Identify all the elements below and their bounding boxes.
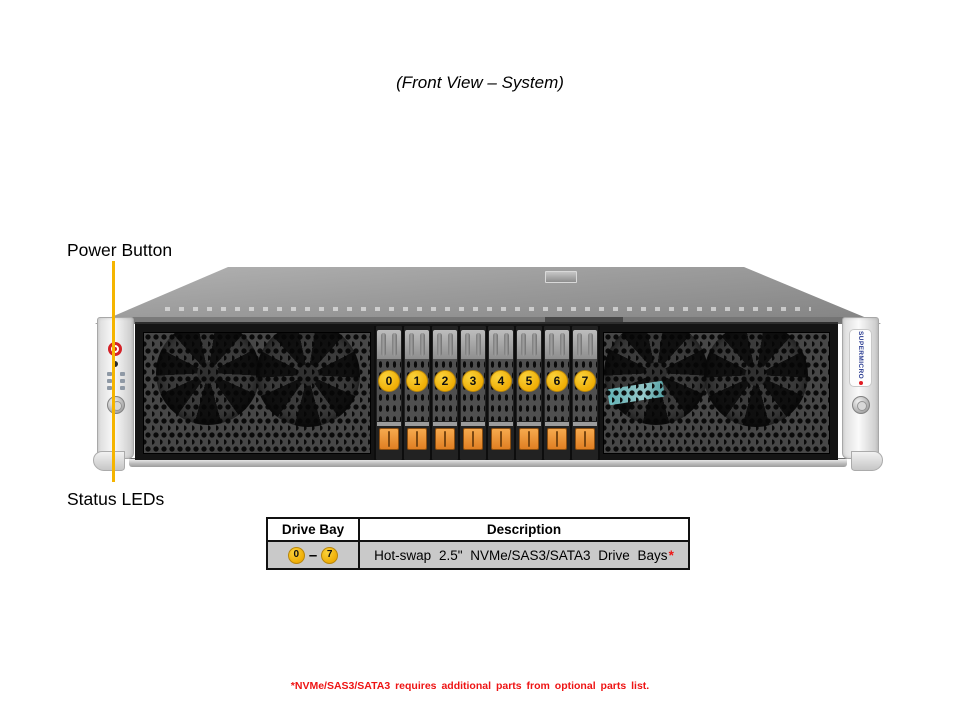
drive-caddy-handle bbox=[377, 330, 401, 359]
drive-caddy-bar bbox=[489, 422, 513, 426]
status-leds-callout-label: Status LEDs bbox=[67, 489, 165, 509]
drive-bay-number-badge: 0 bbox=[378, 370, 400, 392]
drive-caddy-latch bbox=[379, 428, 399, 450]
drive-caddy-handle bbox=[433, 330, 457, 359]
lock-icon bbox=[107, 396, 125, 414]
bay-range-cell: 0 – 7 bbox=[268, 542, 360, 568]
header-description: Description bbox=[486, 522, 562, 537]
drive-caddy-bar bbox=[377, 422, 401, 426]
bay-end-badge: 7 bbox=[321, 546, 339, 564]
chassis-badge bbox=[545, 271, 577, 283]
drive-bay-vents bbox=[377, 359, 401, 421]
footnote-text: *NVMe/SAS3/SATA3 requires additional par… bbox=[290, 680, 650, 692]
page-title: (Front View – System) bbox=[396, 73, 564, 92]
drive-bay-7: 7 bbox=[572, 326, 598, 460]
drive-bay-vents bbox=[461, 359, 485, 421]
front-bezel: 0 1 2 3 bbox=[135, 322, 838, 460]
drive-bay-5: 5 bbox=[516, 326, 542, 460]
description-text: Hot-swap 2.5" NVMe/SAS3/SATA3 Drive Bays bbox=[374, 547, 668, 563]
drive-caddy-handle bbox=[461, 330, 485, 359]
lid-front-edge bbox=[95, 317, 881, 324]
fan-icon bbox=[256, 333, 360, 427]
drive-bay-4: 4 bbox=[488, 326, 514, 460]
barcode-sticker bbox=[607, 380, 665, 406]
drive-bay-2: 2 bbox=[432, 326, 458, 460]
lock-icon bbox=[852, 396, 870, 414]
drive-caddy-latch bbox=[407, 428, 427, 450]
drive-bay-1: 1 bbox=[404, 326, 430, 460]
drive-caddy-handle bbox=[489, 330, 513, 359]
drive-caddy-latch bbox=[435, 428, 455, 450]
fan-icon bbox=[604, 333, 708, 425]
drive-bay-0: 0 bbox=[376, 326, 402, 460]
drive-bay-table: Drive Bay Description 0 – 7 Hot-swap 2.5… bbox=[266, 517, 690, 570]
drive-caddy-handle bbox=[405, 330, 429, 359]
drive-bay-6: 6 bbox=[544, 326, 570, 460]
left-control-panel-ear bbox=[93, 317, 134, 471]
drive-bay-number-badge: 5 bbox=[518, 370, 540, 392]
drive-caddy-latch bbox=[547, 428, 567, 450]
table-row: 0 – 7 Hot-swap 2.5" NVMe/SAS3/SATA3 Driv… bbox=[268, 542, 688, 568]
drive-caddy-handle bbox=[573, 330, 597, 359]
drive-bay-number-badge: 3 bbox=[462, 370, 484, 392]
drive-bay-3: 3 bbox=[460, 326, 486, 460]
fan-icon bbox=[704, 333, 808, 427]
drive-caddy-bar bbox=[461, 422, 485, 426]
drive-caddy-bar bbox=[573, 422, 597, 426]
drive-caddy-bar bbox=[545, 422, 569, 426]
header-drive-bay: Drive Bay bbox=[268, 519, 360, 540]
fan-icon bbox=[156, 333, 260, 425]
lid-label-strip bbox=[545, 317, 623, 323]
brand-text: SUPERMICRO bbox=[857, 330, 864, 380]
uid-button-icon bbox=[112, 361, 118, 367]
left-fan-mesh bbox=[143, 332, 371, 454]
drive-bay-number-badge: 4 bbox=[490, 370, 512, 392]
table-header-row: Drive Bay Description bbox=[268, 519, 688, 542]
bay-start-badge: 0 bbox=[287, 546, 305, 564]
drive-caddy-bar bbox=[517, 422, 541, 426]
drive-caddy-handle bbox=[545, 330, 569, 359]
drive-bay-number-badge: 6 bbox=[546, 370, 568, 392]
status-led-icons bbox=[106, 372, 126, 390]
drive-caddy-handle bbox=[517, 330, 541, 359]
drive-bay-array: 0 1 2 3 bbox=[374, 326, 600, 460]
drive-caddy-bar bbox=[433, 422, 457, 426]
footnote-marker: * bbox=[668, 547, 674, 563]
power-button-callout-label: Power Button bbox=[67, 240, 173, 260]
brand-label: SUPERMICRO bbox=[849, 329, 872, 387]
callout-line bbox=[112, 261, 115, 482]
drive-caddy-latch bbox=[463, 428, 483, 450]
drive-caddy-bar bbox=[405, 422, 429, 426]
description-cell: Hot-swap 2.5" NVMe/SAS3/SATA3 Drive Bays… bbox=[360, 542, 688, 568]
drive-caddy-latch bbox=[575, 428, 595, 450]
drive-caddy-latch bbox=[519, 428, 539, 450]
chassis-lid bbox=[95, 267, 881, 324]
drive-bay-number-badge: 7 bbox=[574, 370, 596, 392]
drive-bay-number-badge: 2 bbox=[434, 370, 456, 392]
drive-bay-number-badge: 1 bbox=[406, 370, 428, 392]
power-button-icon bbox=[108, 342, 122, 356]
lid-vent-slots bbox=[165, 307, 811, 311]
right-ear: SUPERMICRO bbox=[842, 317, 883, 471]
range-dash: – bbox=[308, 546, 318, 564]
server-front-view: 0 1 2 3 bbox=[93, 267, 883, 471]
right-fan-mesh bbox=[603, 332, 830, 454]
brand-dot-icon bbox=[858, 381, 863, 386]
drive-caddy-latch bbox=[491, 428, 511, 450]
